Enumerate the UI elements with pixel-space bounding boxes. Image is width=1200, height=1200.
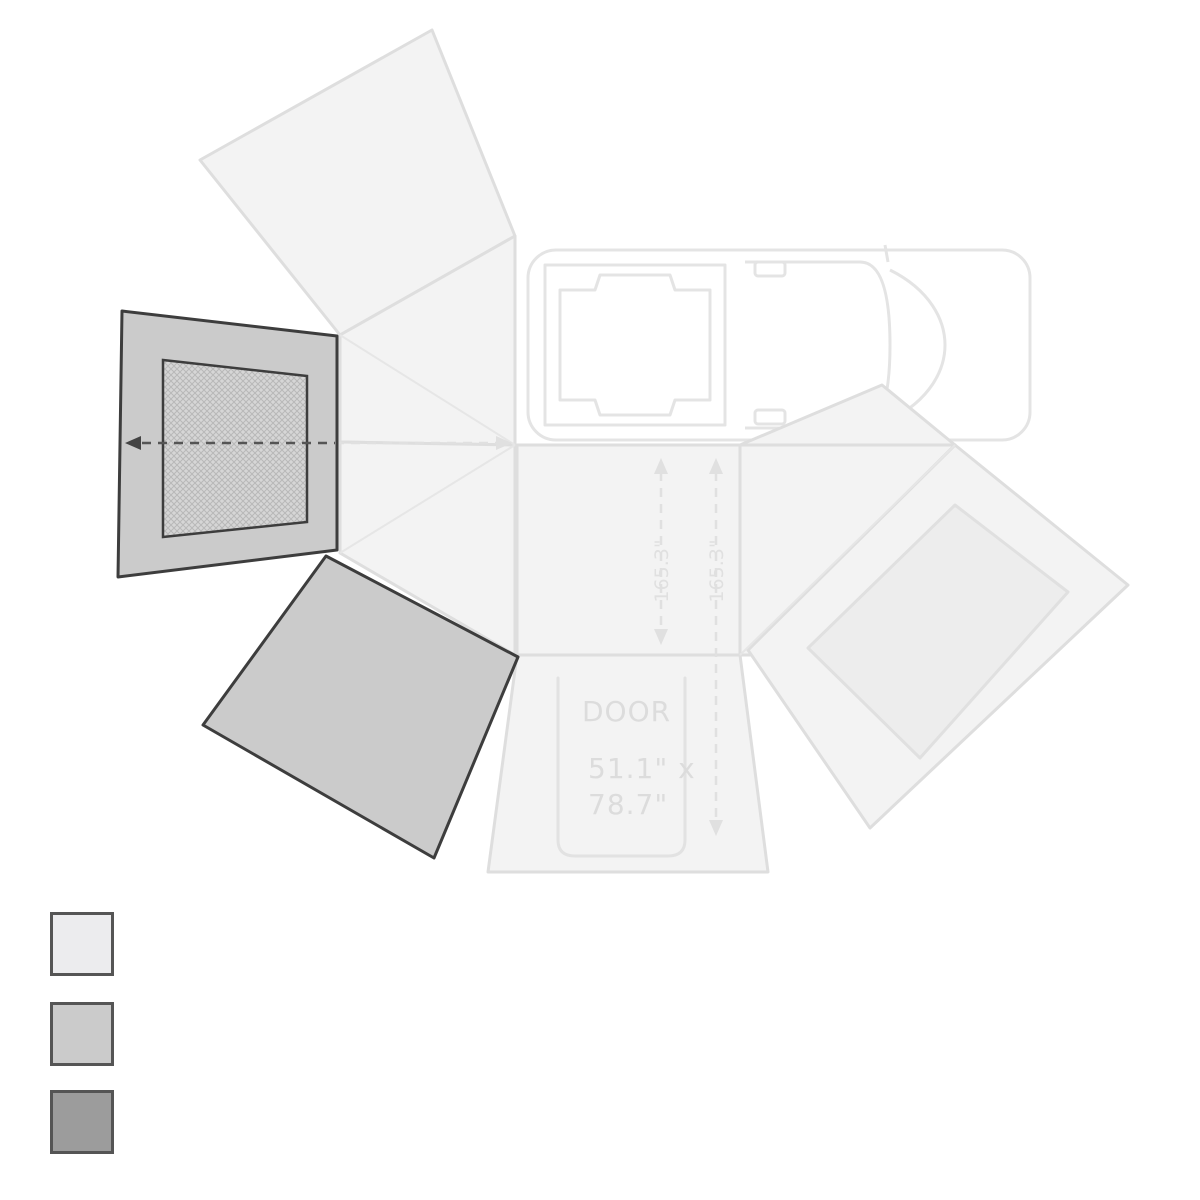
height-dimension-label-1: 165.3" (651, 539, 673, 602)
dimension-arrow-up-icon-2 (709, 458, 723, 474)
dimension-arrow-down-icon-2 (709, 820, 723, 836)
door-opening (556, 676, 687, 858)
door-size-line-2: 78.7" (588, 788, 668, 821)
horizontal-arrow-right-icon (496, 436, 512, 450)
height-dimension-label-2: 165.3" (706, 539, 728, 602)
legend-swatch-dark (50, 1090, 114, 1154)
right-wall-window (806, 503, 1070, 760)
door-label: DOOR (582, 695, 671, 728)
truck-outline (526, 244, 1032, 446)
lower-left-wall-panel-highlighted (201, 554, 520, 860)
dimension-arrow-up-icon-1 (654, 458, 668, 474)
door-size-line-1: 51.1" x (588, 752, 696, 785)
legend-swatch-medium (50, 1002, 114, 1066)
mesh-window (161, 358, 309, 539)
right-upper-triangle (738, 383, 957, 447)
legend-swatch-light (50, 912, 114, 976)
dimension-arrow-down-icon-1 (654, 629, 668, 645)
horizontal-arrow-left-icon (125, 436, 141, 450)
